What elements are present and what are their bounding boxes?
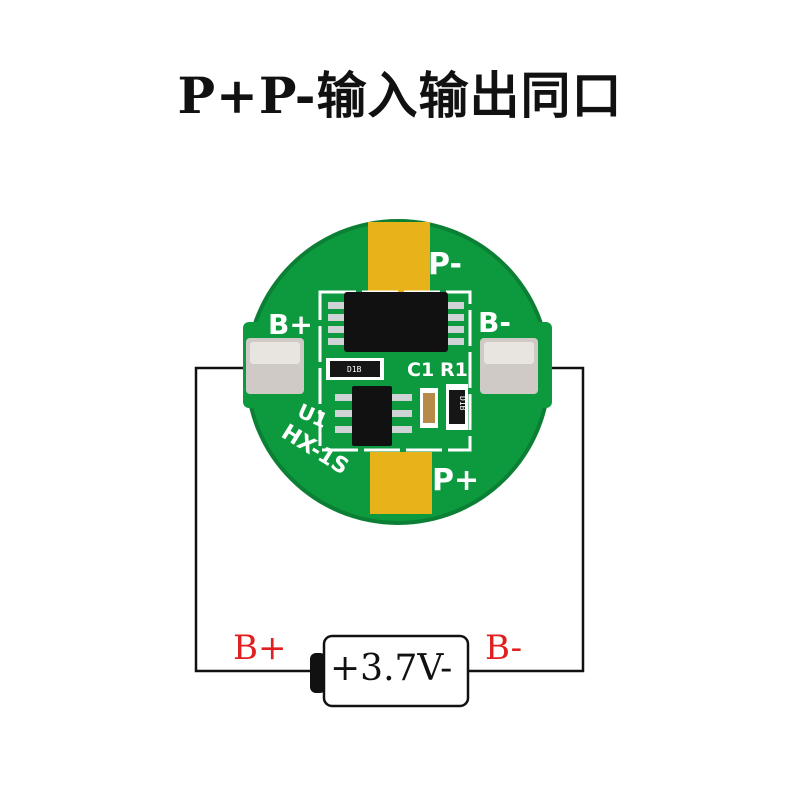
resistor-r1: D1B — [446, 384, 468, 430]
capacitor-c1 — [420, 388, 438, 428]
b-minus-pad-shine — [484, 342, 534, 364]
wire-b-plus — [194, 366, 318, 673]
mosfet-chip: D1B — [326, 358, 384, 380]
b-plus-board-label: B+ — [268, 308, 313, 341]
p-minus-pad — [368, 222, 430, 292]
p-plus-label: P+ — [432, 463, 479, 498]
second-ic — [335, 386, 412, 446]
page-title: P+P-输入输出同口 — [177, 66, 623, 125]
pcb-board: D1B — [243, 219, 552, 525]
r1-label: R1 — [440, 359, 468, 381]
pcb-surface — [249, 223, 547, 521]
p-plus-pad — [370, 452, 432, 514]
battery-terminal-icon — [310, 653, 326, 693]
circuit-b-plus-label: B+ — [233, 628, 287, 668]
battery-body — [322, 634, 470, 708]
resistor-mark: D1B — [458, 396, 467, 411]
circuit-b-minus-label: B- — [485, 628, 523, 668]
c1-label: C1 — [407, 359, 434, 381]
b-plus-pad-shine — [250, 342, 300, 364]
battery — [310, 634, 470, 708]
main-ic — [328, 292, 464, 352]
p-minus-label: P- — [428, 247, 462, 282]
b-minus-board-label: B- — [478, 306, 511, 339]
mosfet-mark: D1B — [347, 365, 362, 374]
battery-voltage-label: +3.7V- — [330, 648, 453, 689]
